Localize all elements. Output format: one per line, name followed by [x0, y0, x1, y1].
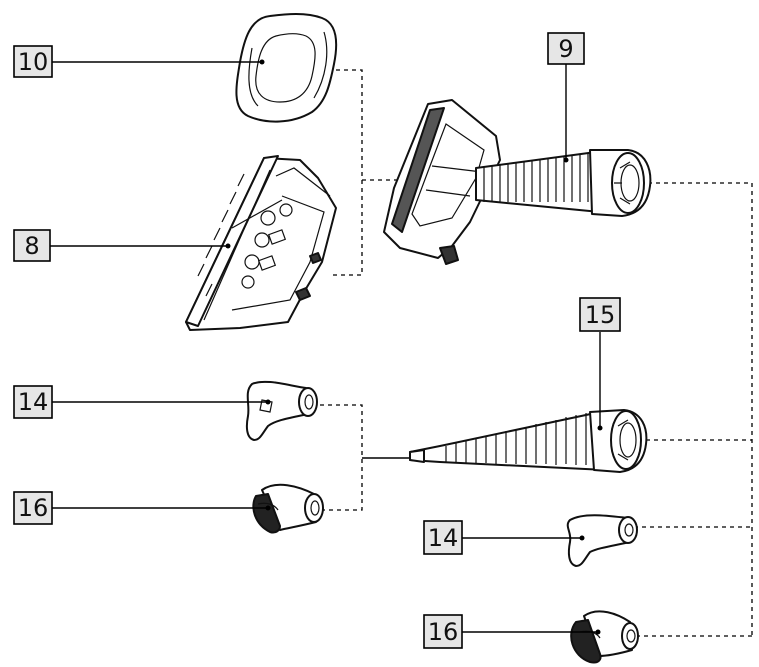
- callout-8: 8: [13, 229, 51, 262]
- leader-lines: [50, 59, 603, 635]
- callout-14-upper: 14: [13, 385, 53, 419]
- assembly-connection-lines: [320, 69, 753, 637]
- pad-cover-part: [235, 13, 338, 123]
- window-tool-head-part: [383, 99, 652, 265]
- callout-10: 10: [13, 45, 53, 78]
- extension-ribs: [483, 153, 589, 202]
- callout-8-label: 8: [24, 232, 39, 260]
- angle-nozzle-part-lower: [566, 514, 638, 567]
- callout-9: 9: [547, 32, 585, 65]
- angle-nozzle-part-upper: [245, 380, 318, 441]
- concentrator-ribs: [445, 413, 587, 465]
- callout-10-label: 10: [18, 48, 49, 76]
- callout-14-lower-label: 14: [428, 524, 459, 552]
- callout-16-lower-label: 16: [428, 618, 459, 646]
- callout-15: 15: [579, 297, 621, 332]
- callout-14-upper-label: 14: [18, 388, 49, 416]
- callout-16-lower: 16: [423, 614, 463, 649]
- concentrator-nozzle-part: [409, 409, 648, 473]
- callout-16-upper: 16: [13, 491, 53, 525]
- callout-14-lower: 14: [423, 520, 463, 555]
- callout-16-upper-label: 16: [18, 494, 49, 522]
- floor-plate-part: [185, 155, 337, 331]
- brush-nozzle-part-lower: [570, 610, 639, 664]
- callout-15-label: 15: [585, 301, 616, 329]
- callout-9-label: 9: [558, 35, 573, 63]
